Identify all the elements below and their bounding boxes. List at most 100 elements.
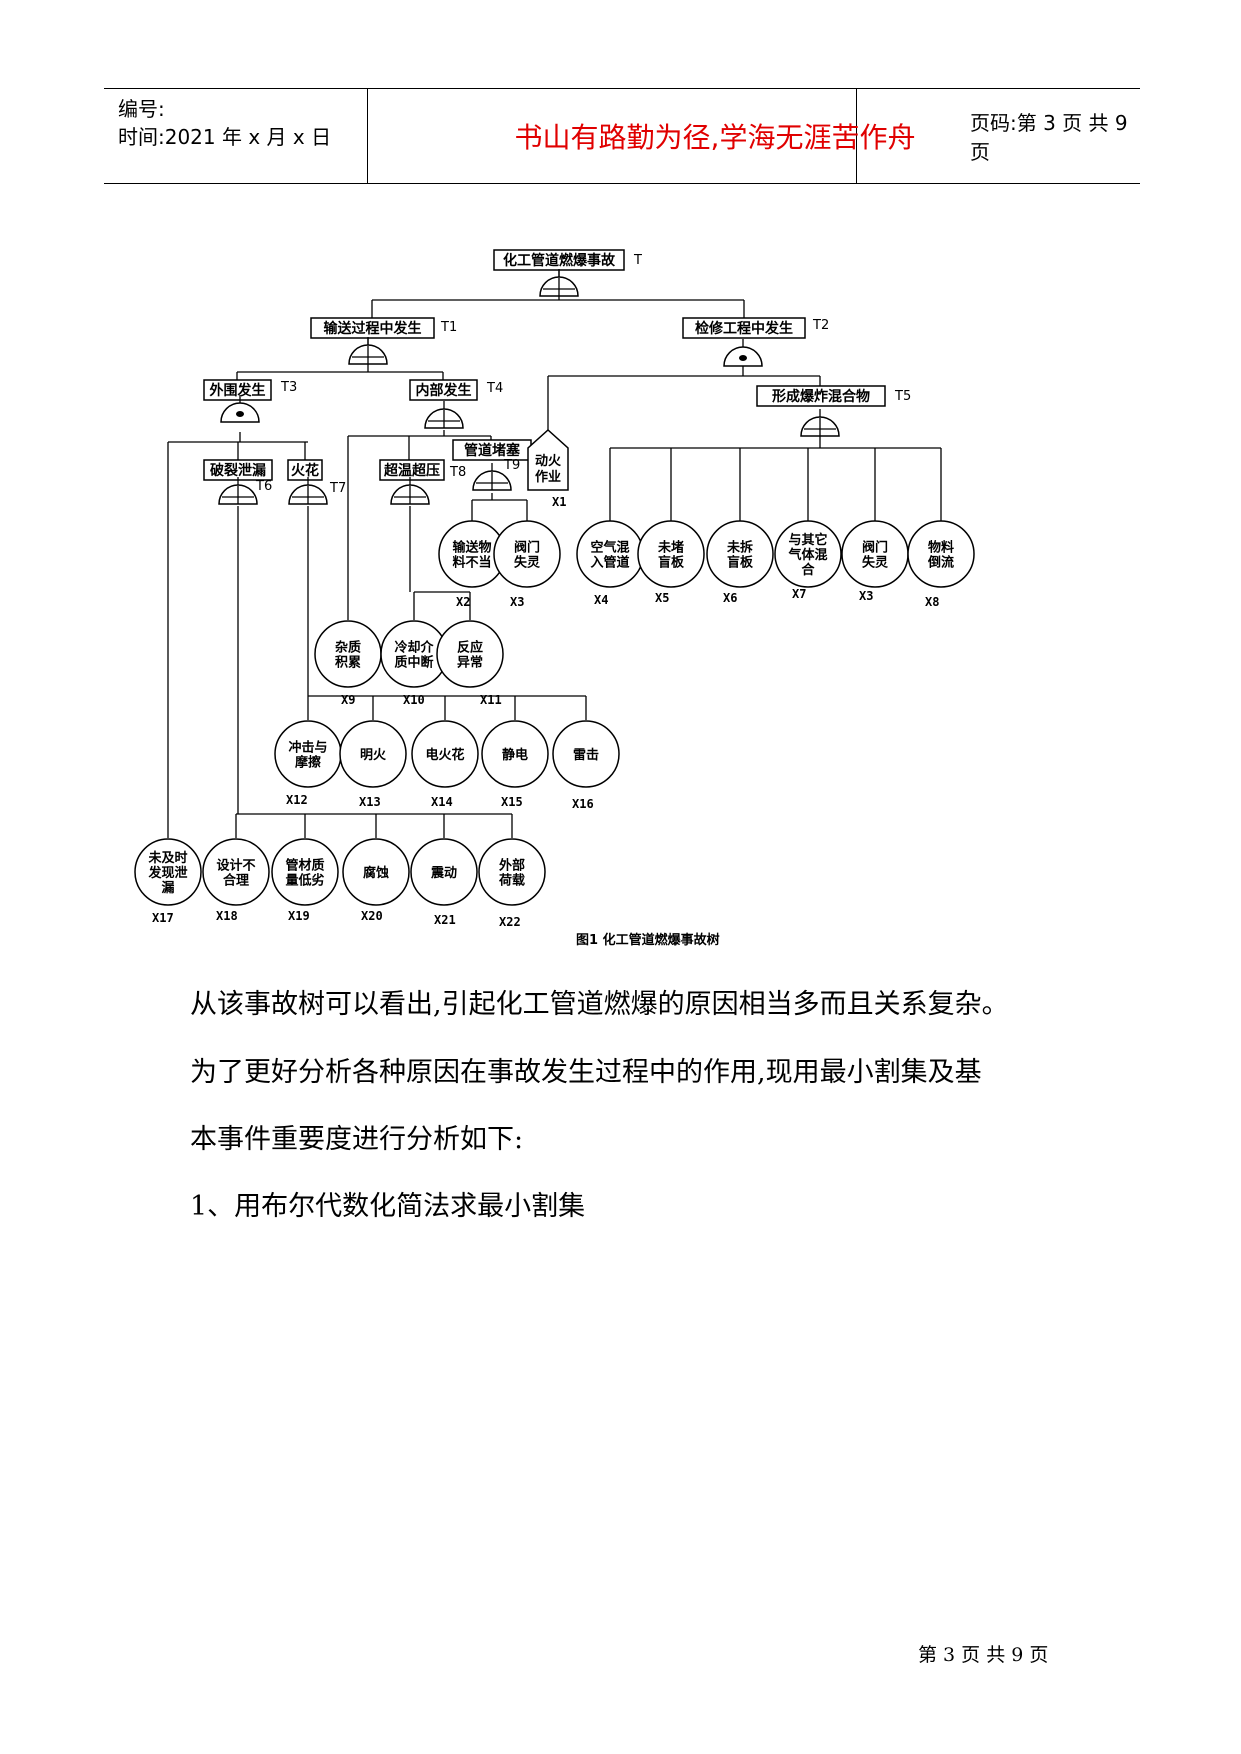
basic-event-id: X8 [925,595,939,609]
basic-event-label: 合 [801,562,815,578]
basic-event-id: X7 [792,587,806,601]
basic-event-label: 荷载 [498,873,525,889]
basic-event-label: 盲板 [658,555,685,571]
gate-t6-or [218,477,258,505]
paragraph-1: 从该事故树可以看出,引起化工管道燃爆的原因相当多而且关系复杂。 [190,989,1009,1020]
header-meta: 编号: 时间:2021 年 x 月 x 日 [118,95,331,151]
gate-t8-or [390,477,430,505]
basic-event-label: 质中断 [394,655,433,671]
basic-event-id: X14 [431,795,453,809]
header-motto: 书山有路勤为径,学海无涯苦作舟 [514,121,916,154]
page-header: 编号: 时间:2021 年 x 月 x 日 书山有路勤为径,学海无涯苦作舟 页码… [104,88,1140,184]
header-page-code: 页码:第 3 页 共 9 页 [970,111,1128,164]
event-tag: T4 [486,381,503,396]
gate-t7-or [288,477,328,505]
event-label: 火花 [291,462,319,479]
basic-event-label: 反应 [457,640,483,656]
paragraph-4: 1、用布尔代数化简法求最小割集 [190,1191,586,1222]
header-divider [856,89,857,183]
event-tag: T8 [449,465,466,480]
basic-event-label: 阀门 [862,540,888,556]
event-t4: 内部发生 T4 [409,379,503,401]
basic-event-id: X6 [723,591,737,605]
basic-event-label: 量低劣 [285,873,324,889]
basic-event-label: 料不当 [452,555,491,571]
basic-event-x14: 电火花 X14 [411,720,479,809]
gate-t5-or [800,409,840,437]
basic-event-label: 物料 [928,540,954,556]
basic-event-id: X3 [859,589,873,603]
basic-event-label: 倒流 [927,555,954,571]
basic-event-id: X13 [359,795,381,809]
basic-event-label: 管材质 [285,858,324,874]
basic-event-label: 失灵 [862,555,889,571]
basic-event-id: X5 [655,591,669,605]
basic-event-label: 明火 [360,748,387,763]
event-label: 输送过程中发生 [324,320,422,337]
basic-event-label: 未及时 [147,850,187,866]
basic-event-id: X12 [286,793,308,807]
gate-t9-or [472,463,512,491]
basic-event-label: 未堵 [657,540,684,556]
event-tag: T7 [329,481,346,496]
basic-event-label: 腐蚀 [363,865,389,881]
basic-event-label: 震动 [430,866,457,881]
basic-event-label: 与其它 [788,532,827,548]
gate-t4-or [424,401,464,429]
event-t7: 火花 T7 [287,459,346,496]
svg-text:X1: X1 [552,495,566,509]
gate-t1-or [348,337,388,365]
gate-t-or [539,269,579,297]
basic-event-id: X4 [594,593,608,607]
basic-event-label: 阀门 [514,540,540,556]
basic-event-label: 气体混 [788,547,827,563]
basic-event-label: 盲板 [727,555,754,571]
basic-event-label: 积累 [335,655,361,671]
basic-event-id: X10 [403,693,425,707]
basic-event-label: 漏 [161,880,174,896]
event-label: 检修工程中发生 [695,320,793,337]
basic-event-label: 静电 [502,747,528,763]
basic-event-id: X2 [456,595,470,609]
basic-event-label: 未拆 [726,540,753,556]
basic-event-label: 失灵 [514,555,541,571]
basic-event-label: 电火花 [425,747,464,763]
basic-event-id: X9 [341,693,355,707]
event-label: 内部发生 [416,382,472,399]
basic-event-label: 合理 [223,873,249,889]
event-tag: T9 [503,458,520,473]
basic-event-id: X3 [510,595,524,609]
event-tag: T1 [440,320,457,335]
event-label: 管道堵塞 [464,442,521,459]
basic-event-label: 入管道 [590,555,629,571]
basic-event-label: 异常 [457,655,483,671]
event-label: 破裂泄漏 [210,462,266,479]
basic-event-label: 发现泄 [147,865,187,881]
basic-event-label: 外部 [498,858,525,874]
page-footer: 第 3 页 共 9 页 [918,1644,1049,1666]
event-tag: T [633,253,642,268]
time-label: 时间:2021 年 x 月 x 日 [118,125,332,149]
paragraph-3: 本事件重要度进行分析如下: [190,1124,524,1155]
gate-t2-conditional [723,339,763,367]
basic-event-x13: 明火 X13 [339,720,407,809]
basic-event-id: X19 [288,909,310,923]
